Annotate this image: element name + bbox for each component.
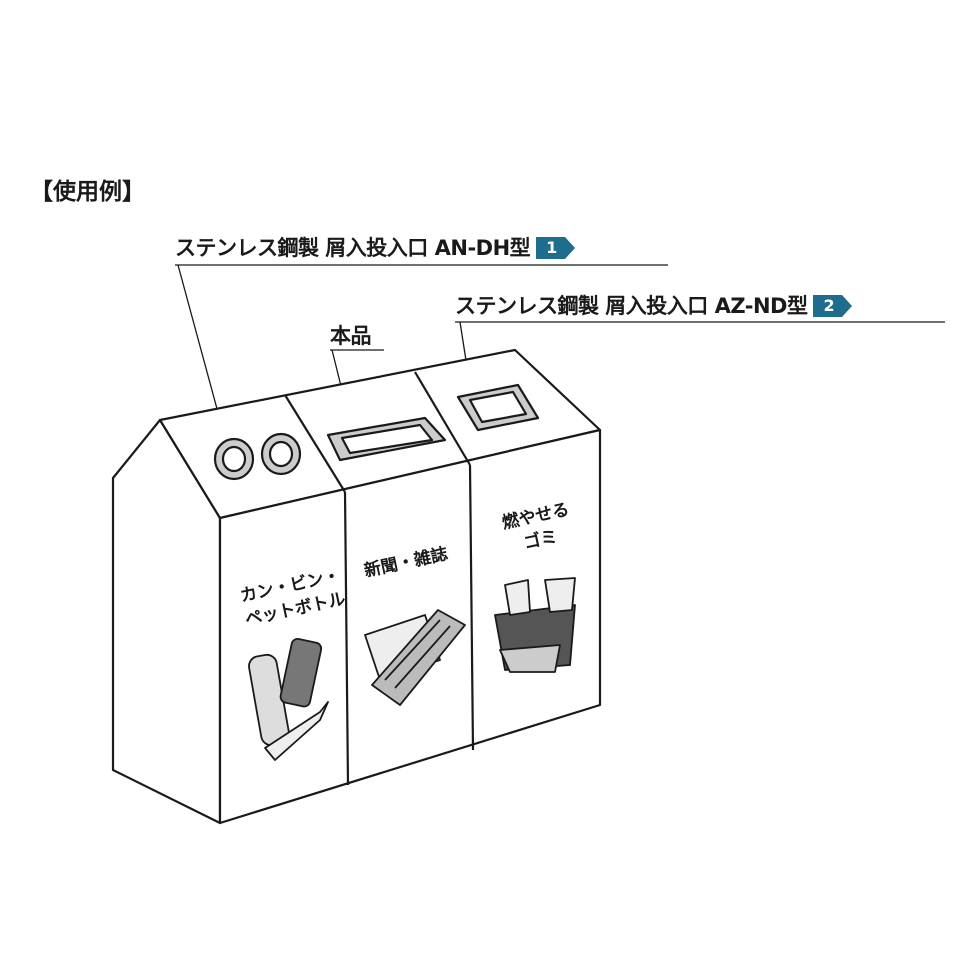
newspapers-icon	[364, 609, 466, 706]
callout-this-product: 本品	[330, 324, 372, 348]
square-opening	[456, 383, 540, 432]
newspaper-slot	[326, 416, 447, 462]
callout-label: ステンレス鋼製 屑入投入口 AZ-ND型	[455, 294, 808, 318]
bottles-cans-icon	[248, 638, 329, 761]
badge-2: 2	[813, 295, 852, 317]
can-bottle-holes	[213, 432, 302, 481]
heading: 【使用例】	[30, 179, 145, 205]
callout-label: ステンレス鋼製 屑入投入口 AN-DH型	[175, 236, 531, 260]
burnable-garbage-icon	[494, 577, 576, 673]
badge-1: 1	[536, 237, 575, 259]
